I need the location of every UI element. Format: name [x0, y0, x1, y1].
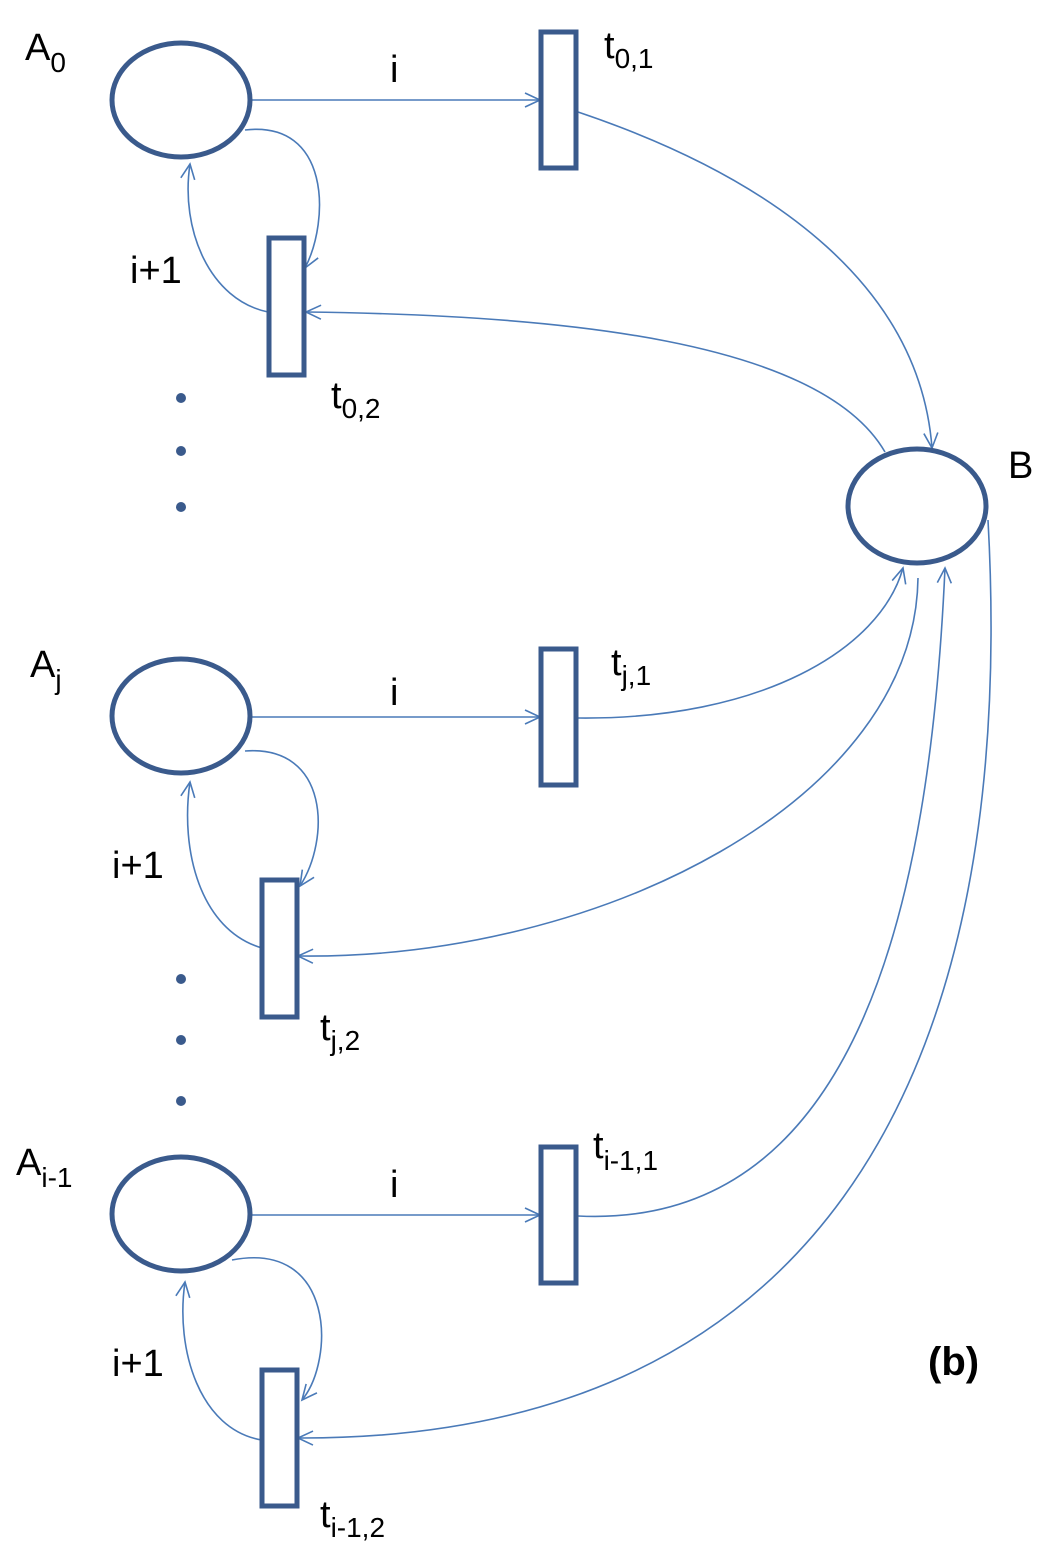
figure-label: (b) — [928, 1340, 979, 1384]
dot — [176, 446, 186, 456]
transition-ti11 — [538, 1144, 579, 1286]
arc-b-to-ti12 — [296, 519, 992, 1446]
weight-aj-back: i+1 — [112, 845, 164, 887]
weight-aj-out: i — [390, 672, 398, 714]
label-tj2: tj,2 — [320, 1007, 360, 1056]
label-ai-1: Ai-1 — [16, 1142, 72, 1193]
weight-ai1-out: i — [390, 1164, 398, 1206]
label-tj1: tj,1 — [611, 642, 651, 691]
arc-ai1-to-ti12 — [231, 1257, 323, 1402]
place-aj — [109, 656, 253, 776]
transition-ti12 — [259, 1367, 300, 1509]
label-a0: A0 — [25, 27, 66, 78]
transition-tj1 — [538, 646, 579, 788]
place-b — [845, 446, 989, 566]
arc-tj2-to-aj — [180, 780, 263, 949]
dot — [176, 393, 186, 403]
transition-tj2 — [259, 877, 300, 1020]
arc-aj-to-tj2 — [244, 750, 319, 888]
arc-a0-to-t02 — [244, 128, 321, 270]
transition-t01 — [538, 29, 579, 171]
arc-tj1-to-b — [577, 566, 907, 719]
arc-b-to-tj2 — [296, 577, 919, 964]
transitions — [259, 29, 579, 1509]
arc-b-to-t02 — [304, 304, 886, 453]
dot — [176, 502, 186, 512]
arc-t02-to-a0 — [180, 162, 269, 313]
dot — [176, 974, 186, 984]
weight-a0-out: i — [390, 49, 398, 91]
dot — [176, 1035, 186, 1045]
transition-t02 — [266, 235, 307, 378]
label-b: B — [1008, 445, 1033, 487]
arcs — [175, 92, 992, 1446]
weight-a0-back: i+1 — [130, 250, 182, 292]
label-t01: t0,1 — [604, 25, 654, 74]
arc-ti12-to-ai1 — [175, 1280, 263, 1441]
ellipsis-dots — [176, 393, 186, 1106]
arc-ti11-to-b — [577, 566, 953, 1218]
places — [109, 40, 989, 1274]
place-a0 — [109, 40, 253, 160]
arc-t01-to-b — [577, 111, 939, 450]
weight-ai1-back: i+1 — [112, 1343, 164, 1385]
label-t02: t0,2 — [331, 375, 381, 424]
place-ai-1 — [109, 1154, 253, 1274]
dot — [176, 1096, 186, 1106]
label-aj: Aj — [30, 644, 62, 695]
label-ti11: ti-1,1 — [593, 1125, 658, 1176]
label-ti12: ti-1,2 — [320, 1494, 385, 1543]
